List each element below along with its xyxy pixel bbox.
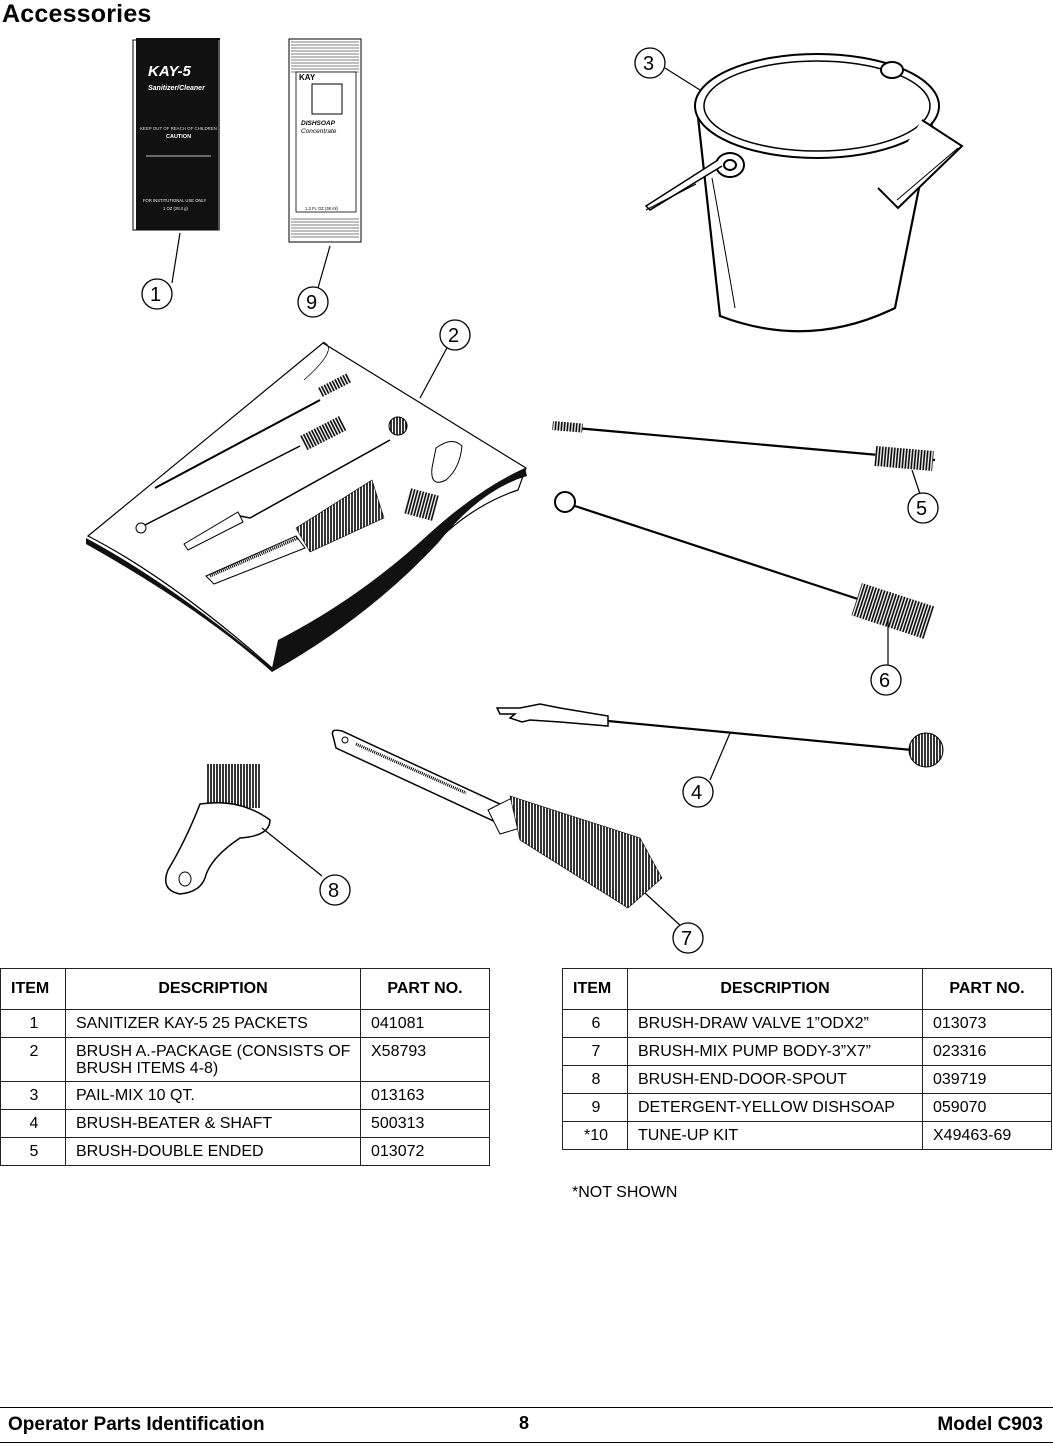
table-row: *10 TUNE-UP KIT X49463-69	[562, 1121, 1052, 1150]
part-number: 500313	[360, 1109, 490, 1138]
callout-9: 9	[297, 286, 329, 318]
item-number: 6	[562, 1009, 628, 1038]
dishsoap-volume: 1.3 FL OZ (38 ml)	[305, 206, 338, 211]
col-header-description: DESCRIPTION	[627, 968, 923, 1010]
item-number: 7	[562, 1037, 628, 1066]
table-row: 8 BRUSH-END-DOOR-SPOUT 039719	[562, 1065, 1052, 1094]
part-number: 041081	[360, 1009, 490, 1038]
svg-text:1: 1	[150, 284, 161, 306]
item-description: BRUSH-DRAW VALVE 1”ODX2”	[627, 1009, 923, 1038]
table-row: 1 SANITIZER KAY-5 25 PACKETS 041081	[0, 1009, 490, 1038]
col-header-part-no: PART NO.	[922, 968, 1052, 1010]
part-number: X58793	[360, 1037, 490, 1082]
packet-caution: CAUTION	[166, 134, 191, 140]
table-row: 7 BRUSH-MIX PUMP BODY-3”X7” 023316	[562, 1037, 1052, 1066]
packet-brand: KAY-5	[148, 63, 191, 80]
col-header-item: ITEM	[0, 968, 66, 1010]
item-number: 3	[0, 1081, 66, 1110]
item-description: DETERGENT-YELLOW DISHSOAP	[627, 1093, 923, 1122]
item-number: 5	[0, 1137, 66, 1166]
part-number: 013163	[360, 1081, 490, 1110]
col-header-part-no: PART NO.	[360, 968, 490, 1010]
part-number: 039719	[922, 1065, 1052, 1094]
item-number: 1	[0, 1009, 66, 1038]
table-row: 4 BRUSH-BEATER & SHAFT 500313	[0, 1109, 490, 1138]
item-description: BRUSH-MIX PUMP BODY-3”X7”	[627, 1037, 923, 1066]
svg-text:9: 9	[306, 292, 317, 314]
item-description: BRUSH A.-PACKAGE (CONSISTS OF BRUSH ITEM…	[65, 1037, 361, 1082]
callout-5: 5	[907, 492, 939, 524]
packet-warning: KEEP OUT OF REACH OF CHILDREN	[140, 126, 217, 131]
col-header-item: ITEM	[562, 968, 628, 1010]
beater-brush	[495, 703, 944, 768]
callout-4: 4	[682, 776, 714, 808]
mix-pump-brush	[331, 729, 663, 909]
footer-model: Model C903	[937, 1414, 1043, 1435]
svg-text:7: 7	[681, 928, 692, 950]
part-number: 023316	[922, 1037, 1052, 1066]
page-title: Accessories	[2, 0, 152, 28]
svg-text:4: 4	[691, 782, 702, 804]
item-number: 2	[0, 1037, 66, 1082]
footer-divider-bottom	[0, 1442, 1053, 1443]
item-description: BRUSH-DOUBLE ENDED	[65, 1137, 361, 1166]
part-number: 013072	[360, 1137, 490, 1166]
svg-text:8: 8	[328, 880, 339, 902]
parts-table-right: ITEM DESCRIPTION PART NO. 6 BRUSH-DRAW V…	[562, 968, 1052, 1150]
spout-brush	[165, 764, 271, 895]
table-row: 9 DETERGENT-YELLOW DISHSOAP 059070	[562, 1093, 1052, 1122]
svg-text:3: 3	[643, 53, 654, 75]
item-description: SANITIZER KAY-5 25 PACKETS	[65, 1009, 361, 1038]
packet-sub: Sanitizer/Cleaner	[148, 85, 206, 92]
footer-divider-top	[0, 1407, 1053, 1408]
item-description: TUNE-UP KIT	[627, 1121, 923, 1150]
double-ended-brush	[552, 421, 936, 471]
mix-pail	[644, 53, 964, 333]
not-shown-note: *NOT SHOWN	[572, 1184, 678, 1201]
dishsoap-name1: DISHSOAP	[301, 120, 336, 127]
brush-package	[86, 341, 527, 672]
svg-text:6: 6	[879, 670, 890, 692]
item-description: PAIL-MIX 10 QT.	[65, 1081, 361, 1110]
sanitizer-packet: KAY-5 Sanitizer/Cleaner KEEP OUT OF REAC…	[132, 38, 220, 231]
table-row: 2 BRUSH A.-PACKAGE (CONSISTS OF BRUSH IT…	[0, 1037, 490, 1082]
part-number: 013073	[922, 1009, 1052, 1038]
dishsoap-brand: KAY	[299, 73, 316, 82]
callout-3: 3	[634, 47, 666, 79]
callout-7: 7	[672, 922, 704, 954]
item-number: 4	[0, 1109, 66, 1138]
page-number: 8	[519, 1413, 530, 1433]
draw-valve-brush	[554, 491, 935, 639]
parts-table-left: ITEM DESCRIPTION PART NO. 1 SANITIZER KA…	[0, 968, 490, 1166]
callout-1: 1	[141, 278, 173, 310]
footer-section-title: Operator Parts Identification	[8, 1414, 265, 1435]
packet-weight: 1 OZ (28.4 g)	[163, 206, 189, 211]
accessories-illustration: KAY-5 Sanitizer/Cleaner KEEP OUT OF REAC…	[86, 38, 964, 954]
packet-institutional: FOR INSTITUTIONAL USE ONLY	[143, 198, 206, 203]
part-number: X49463-69	[922, 1121, 1052, 1150]
item-description: BRUSH-BEATER & SHAFT	[65, 1109, 361, 1138]
col-header-description: DESCRIPTION	[65, 968, 361, 1010]
dishsoap-name2: Concentrate	[301, 128, 337, 135]
item-number: 8	[562, 1065, 628, 1094]
item-number: 9	[562, 1093, 628, 1122]
table-row: 3 PAIL-MIX 10 QT. 013163	[0, 1081, 490, 1110]
callout-8: 8	[319, 874, 351, 906]
svg-text:5: 5	[916, 498, 927, 520]
callout-6: 6	[870, 664, 902, 696]
svg-text:2: 2	[448, 325, 459, 347]
item-description: BRUSH-END-DOOR-SPOUT	[627, 1065, 923, 1094]
item-number: *10	[562, 1121, 628, 1150]
part-number: 059070	[922, 1093, 1052, 1122]
callout-2: 2	[439, 319, 471, 351]
table-row: 5 BRUSH-DOUBLE ENDED 013072	[0, 1137, 490, 1166]
table-row: 6 BRUSH-DRAW VALVE 1”ODX2” 013073	[562, 1009, 1052, 1038]
dishsoap-packet: KAY DISHSOAP Concentrate 1.3 FL OZ (38 m…	[288, 38, 362, 243]
